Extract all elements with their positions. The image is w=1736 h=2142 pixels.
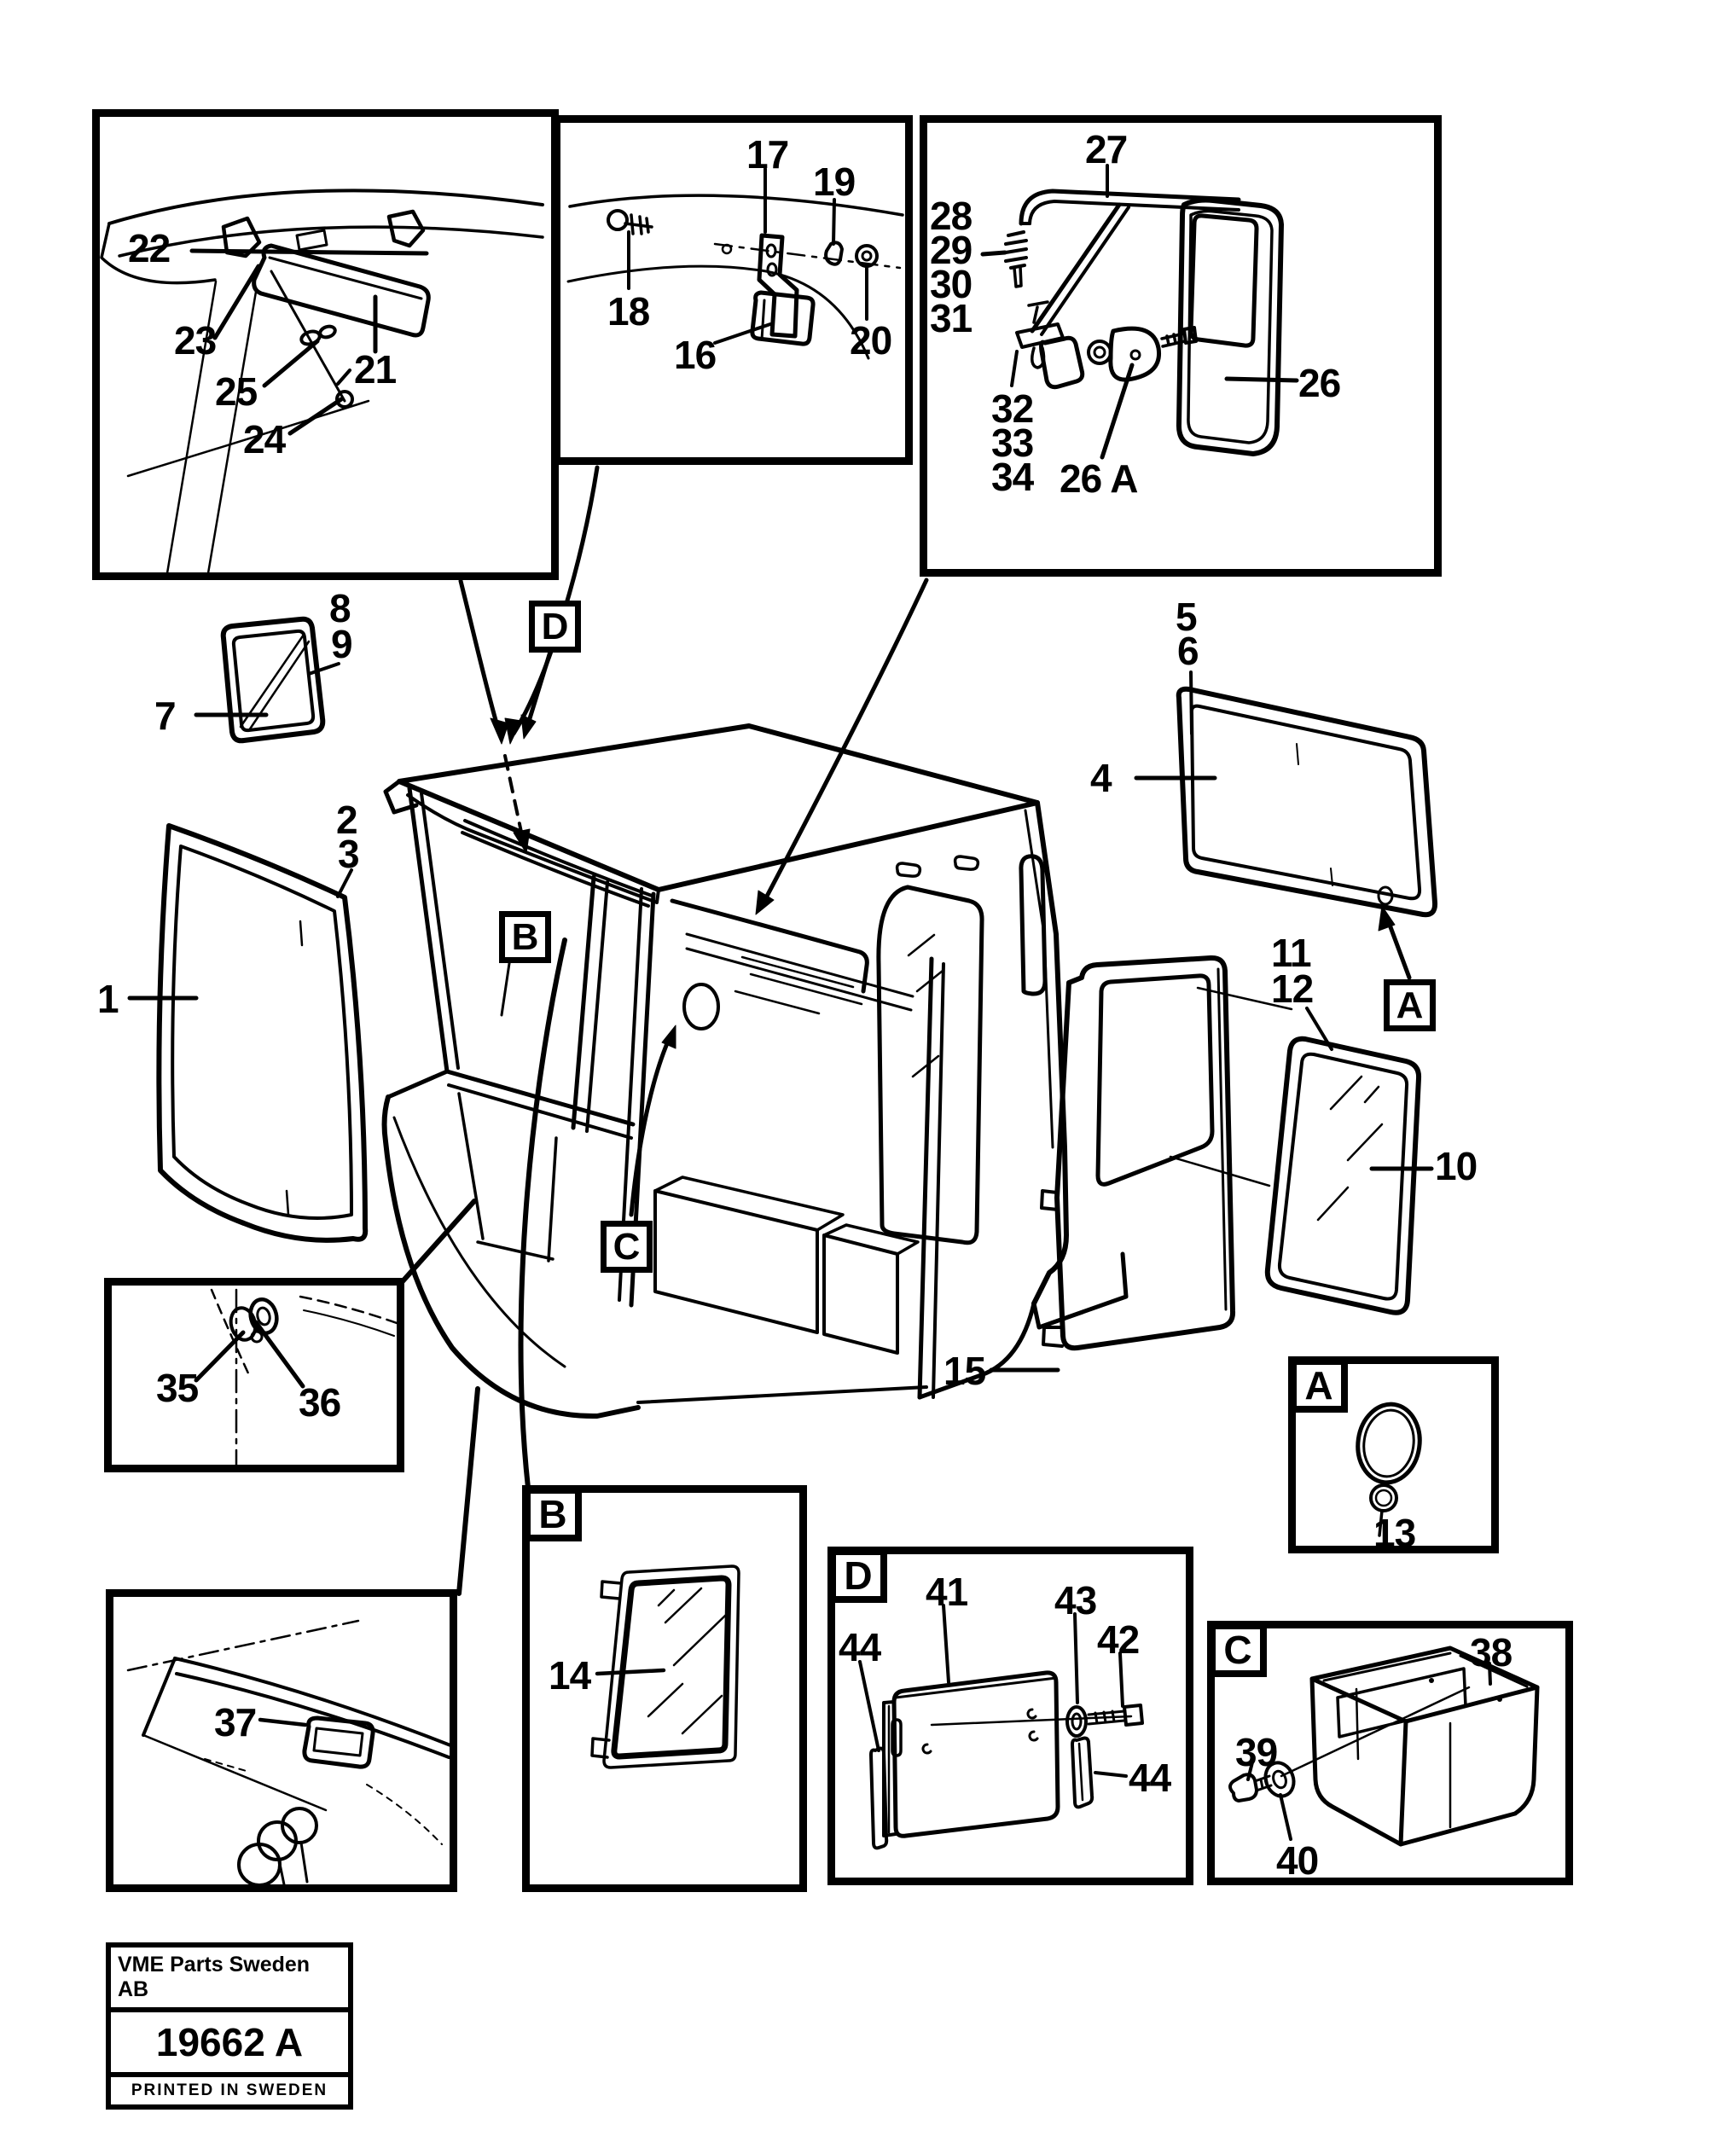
inset-box-exterior-mirror (920, 115, 1442, 577)
cab-door-drawing (989, 955, 1293, 1373)
part-label-17: 17 (746, 132, 789, 177)
part-label-21: 21 (354, 347, 397, 392)
stamp-plate-number: 19662 A (111, 2012, 348, 2077)
dash-plate-inset-drawing (126, 1619, 452, 1892)
part-label-34: 34 (991, 455, 1034, 499)
part-label-28: 28 (930, 194, 973, 238)
part-label-15: 15 (943, 1349, 986, 1393)
part-label-7: 7 (154, 694, 177, 738)
door-window-drawing (1264, 1007, 1434, 1315)
sliding-window-inset-drawing (590, 1564, 740, 1769)
part-label-8: 8 (329, 586, 351, 630)
tab-d-text: D (844, 1553, 873, 1598)
inner-mirror-bracket-inset-drawing (566, 167, 904, 360)
part-label-18: 18 (607, 289, 650, 334)
kick-panel-inset-drawing (858, 1604, 1144, 1850)
tab-a-text: A (1304, 1363, 1333, 1408)
part-label-24: 24 (243, 417, 286, 461)
part-label-3: 3 (338, 832, 360, 876)
section-marker-d: D (529, 601, 581, 653)
cab-drawing (381, 723, 1129, 1419)
part-label-39: 39 (1235, 1730, 1278, 1774)
part-label-42: 42 (1097, 1617, 1140, 1662)
part-label-20: 20 (850, 318, 892, 363)
inset-box-b-sliding-window (522, 1485, 807, 1892)
tab-letter-b: B (524, 1487, 582, 1541)
part-label-25: 25 (215, 369, 258, 414)
part-label-44-right: 44 (1129, 1756, 1171, 1800)
inset-box-dash-plate (106, 1589, 457, 1892)
part-label-37: 37 (214, 1700, 257, 1744)
part-label-36: 36 (299, 1380, 341, 1425)
tab-letter-d: D (829, 1548, 887, 1603)
part-label-22: 22 (128, 226, 171, 270)
part-label-33: 33 (991, 421, 1034, 465)
retaining-ring-inset-drawing (1356, 1402, 1422, 1537)
part-label-27: 27 (1085, 127, 1128, 171)
part-label-14: 14 (549, 1653, 591, 1698)
tab-b-text: B (538, 1492, 567, 1536)
inset-box-a-ring (1288, 1356, 1499, 1553)
part-label-32: 32 (991, 386, 1034, 431)
print-stamp: VME Parts Sweden AB 19662 A PRINTED IN S… (106, 1942, 353, 2110)
stamp-printed-in: PRINTED IN SWEDEN (131, 2081, 328, 2099)
grommet-inset-drawing (194, 1288, 401, 1471)
section-marker-a: A (1384, 979, 1436, 1031)
stowage-box-inset-drawing (1228, 1646, 1540, 1847)
inset-box-sun-visor (92, 109, 559, 580)
inset-box-grommet (104, 1278, 404, 1472)
section-b-text: B (511, 915, 539, 958)
part-label-4: 4 (1090, 756, 1112, 800)
section-c-text: C (613, 1225, 641, 1268)
stamp-publisher: VME Parts Sweden AB (111, 1948, 348, 2012)
section-d-text: D (541, 605, 569, 647)
part-label-38: 38 (1470, 1630, 1512, 1675)
part-label-44-left: 44 (839, 1625, 881, 1669)
part-label-1: 1 (97, 977, 119, 1021)
part-label-11: 11 (1271, 931, 1312, 975)
part-label-31: 31 (930, 296, 973, 340)
section-marker-c: C (601, 1221, 653, 1273)
tab-letter-c: C (1209, 1622, 1267, 1677)
windshield-drawing (127, 823, 369, 1243)
part-label-35: 35 (156, 1366, 199, 1410)
section-a-text: A (1396, 984, 1424, 1026)
part-label-30: 30 (930, 262, 973, 306)
part-label-19: 19 (813, 160, 856, 204)
part-label-10: 10 (1435, 1144, 1478, 1188)
section-marker-b: B (499, 911, 551, 963)
exterior-mirror-inset-drawing (980, 164, 1299, 460)
part-label-5: 5 (1176, 595, 1198, 639)
part-label-2: 2 (336, 798, 358, 842)
rear-window-drawing (1134, 670, 1438, 918)
part-label-26a: 26 A (1060, 456, 1138, 501)
part-label-26: 26 (1298, 361, 1341, 405)
part-label-9: 9 (331, 622, 353, 666)
part-label-13: 13 (1373, 1511, 1416, 1555)
part-label-16: 16 (674, 333, 717, 377)
inset-box-c-stowage (1207, 1621, 1573, 1885)
part-label-43: 43 (1054, 1578, 1097, 1622)
part-label-40: 40 (1276, 1838, 1319, 1883)
part-label-12: 12 (1271, 967, 1314, 1011)
sun-visor-inset-drawing (100, 189, 544, 575)
part-label-29: 29 (930, 228, 973, 272)
part-label-41: 41 (926, 1570, 968, 1614)
inset-box-mirror-bracket (553, 115, 913, 465)
tab-c-text: C (1223, 1628, 1252, 1672)
part-label-23: 23 (174, 318, 217, 363)
tab-letter-a: A (1290, 1358, 1348, 1413)
part-label-6: 6 (1177, 629, 1199, 673)
inset-box-d-kick-panel (827, 1547, 1193, 1885)
mirror-glass-drawing (194, 616, 340, 744)
